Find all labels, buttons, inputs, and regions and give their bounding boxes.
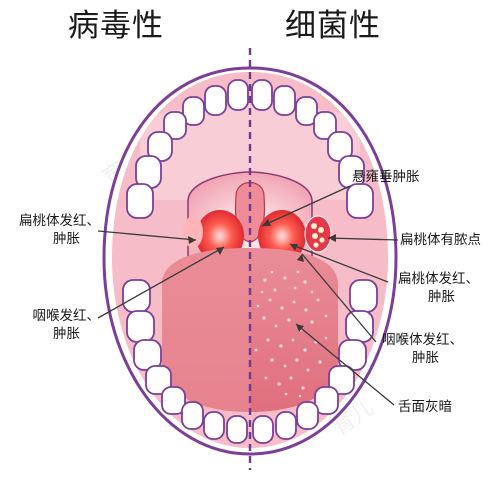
lower-teeth xyxy=(122,279,378,444)
label-left-pharynx: 咽喉发红、 肿胀 xyxy=(32,308,101,342)
label-pus: 扁桃体有脓点 xyxy=(400,232,481,248)
title-viral: 病毒性 xyxy=(68,8,164,44)
upper-teeth xyxy=(126,79,374,219)
label-tongue: 舌面灰暗 xyxy=(398,399,452,415)
label-left-tonsil: 扁桃体发红、 肿胀 xyxy=(19,213,100,247)
title-bacterial: 细菌性 xyxy=(285,8,381,44)
label-right-tonsil: 扁桃体发红、 肿胀 xyxy=(398,271,479,305)
label-right-pharynx: 咽喉体发红、 肿胀 xyxy=(382,332,463,366)
pointer-lines xyxy=(97,185,399,406)
label-uvula: 悬雍垂肿胀 xyxy=(352,169,420,185)
